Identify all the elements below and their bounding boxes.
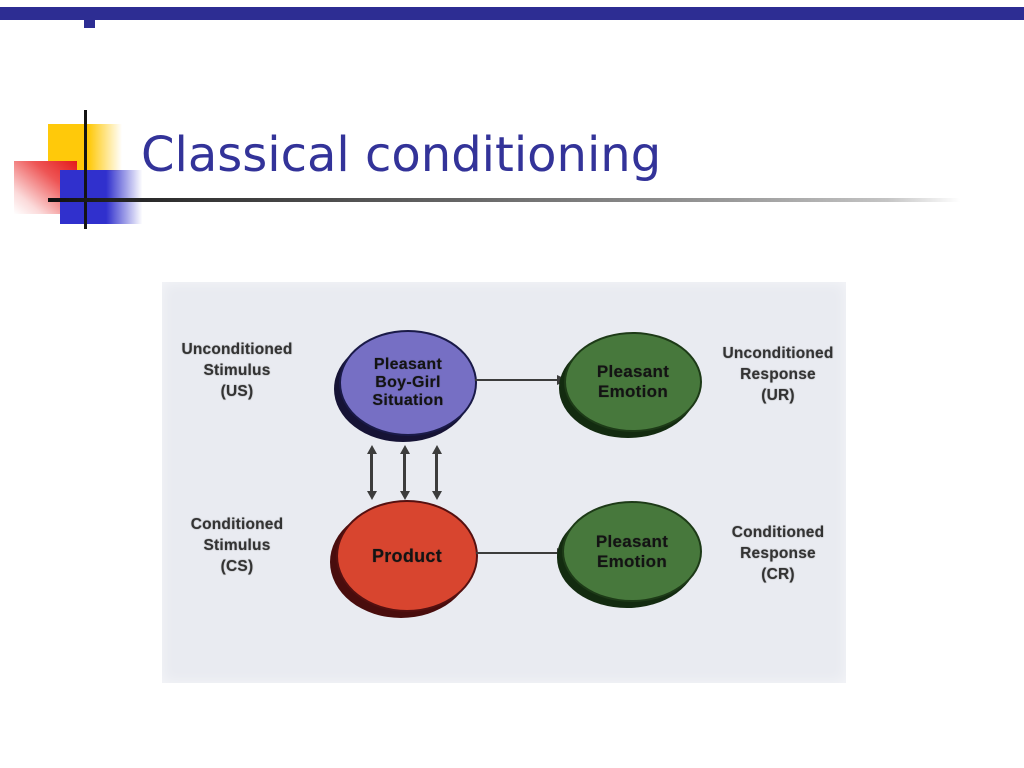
node-product-label: Product <box>371 546 443 566</box>
arrow-head-down <box>431 491 442 500</box>
arrow-right-icon <box>475 373 568 387</box>
label-unconditioned-stimulus: Unconditioned Stimulus (US) <box>181 341 293 400</box>
top-accent-bar-notch <box>84 20 95 28</box>
node-pleasant-emotion-bottom: Pleasant Emotion <box>562 501 702 602</box>
label-conditioned-response: Conditioned Response (CR) <box>731 524 825 583</box>
logo-vertical-line <box>84 110 87 229</box>
arrow-head-down <box>366 491 377 500</box>
arrow-head <box>557 375 568 385</box>
node-boy-girl-situation: Pleasant Boy-Girl Situation <box>339 330 477 436</box>
arrow-head-up <box>366 445 377 454</box>
title-underline-rule <box>48 198 960 202</box>
node-boy-girl-situation-label: Pleasant Boy-Girl Situation <box>372 356 444 409</box>
arrow-shaft <box>475 379 557 381</box>
node-pleasant-emotion-bottom-label: Pleasant Emotion <box>595 531 669 571</box>
node-product: Product <box>336 500 478 612</box>
double-arrow-vertical-icon <box>430 445 443 500</box>
arrow-head-up <box>431 445 442 454</box>
node-pleasant-emotion-top: Pleasant Emotion <box>564 332 702 432</box>
arrow-shaft <box>370 454 373 491</box>
top-accent-bar <box>0 7 1024 20</box>
arrow-head-up <box>399 445 410 454</box>
arrow-shaft <box>403 454 406 491</box>
page-title: Classical conditioning <box>141 127 662 183</box>
arrow-right-icon <box>476 546 568 560</box>
arrow-shaft <box>435 454 438 491</box>
double-arrow-vertical-icon <box>365 445 378 500</box>
label-conditioned-stimulus: Conditioned Stimulus (CS) <box>190 516 284 575</box>
double-arrow-vertical-icon <box>398 445 411 500</box>
label-unconditioned-response: Unconditioned Response (UR) <box>722 345 834 404</box>
classical-conditioning-diagram: Unconditioned Stimulus (US) Pleasant Boy… <box>162 282 846 683</box>
logo-blue-square <box>60 170 144 224</box>
arrow-head-down <box>399 491 410 500</box>
node-pleasant-emotion-top-label: Pleasant Emotion <box>596 362 670 401</box>
arrow-shaft <box>476 552 557 554</box>
